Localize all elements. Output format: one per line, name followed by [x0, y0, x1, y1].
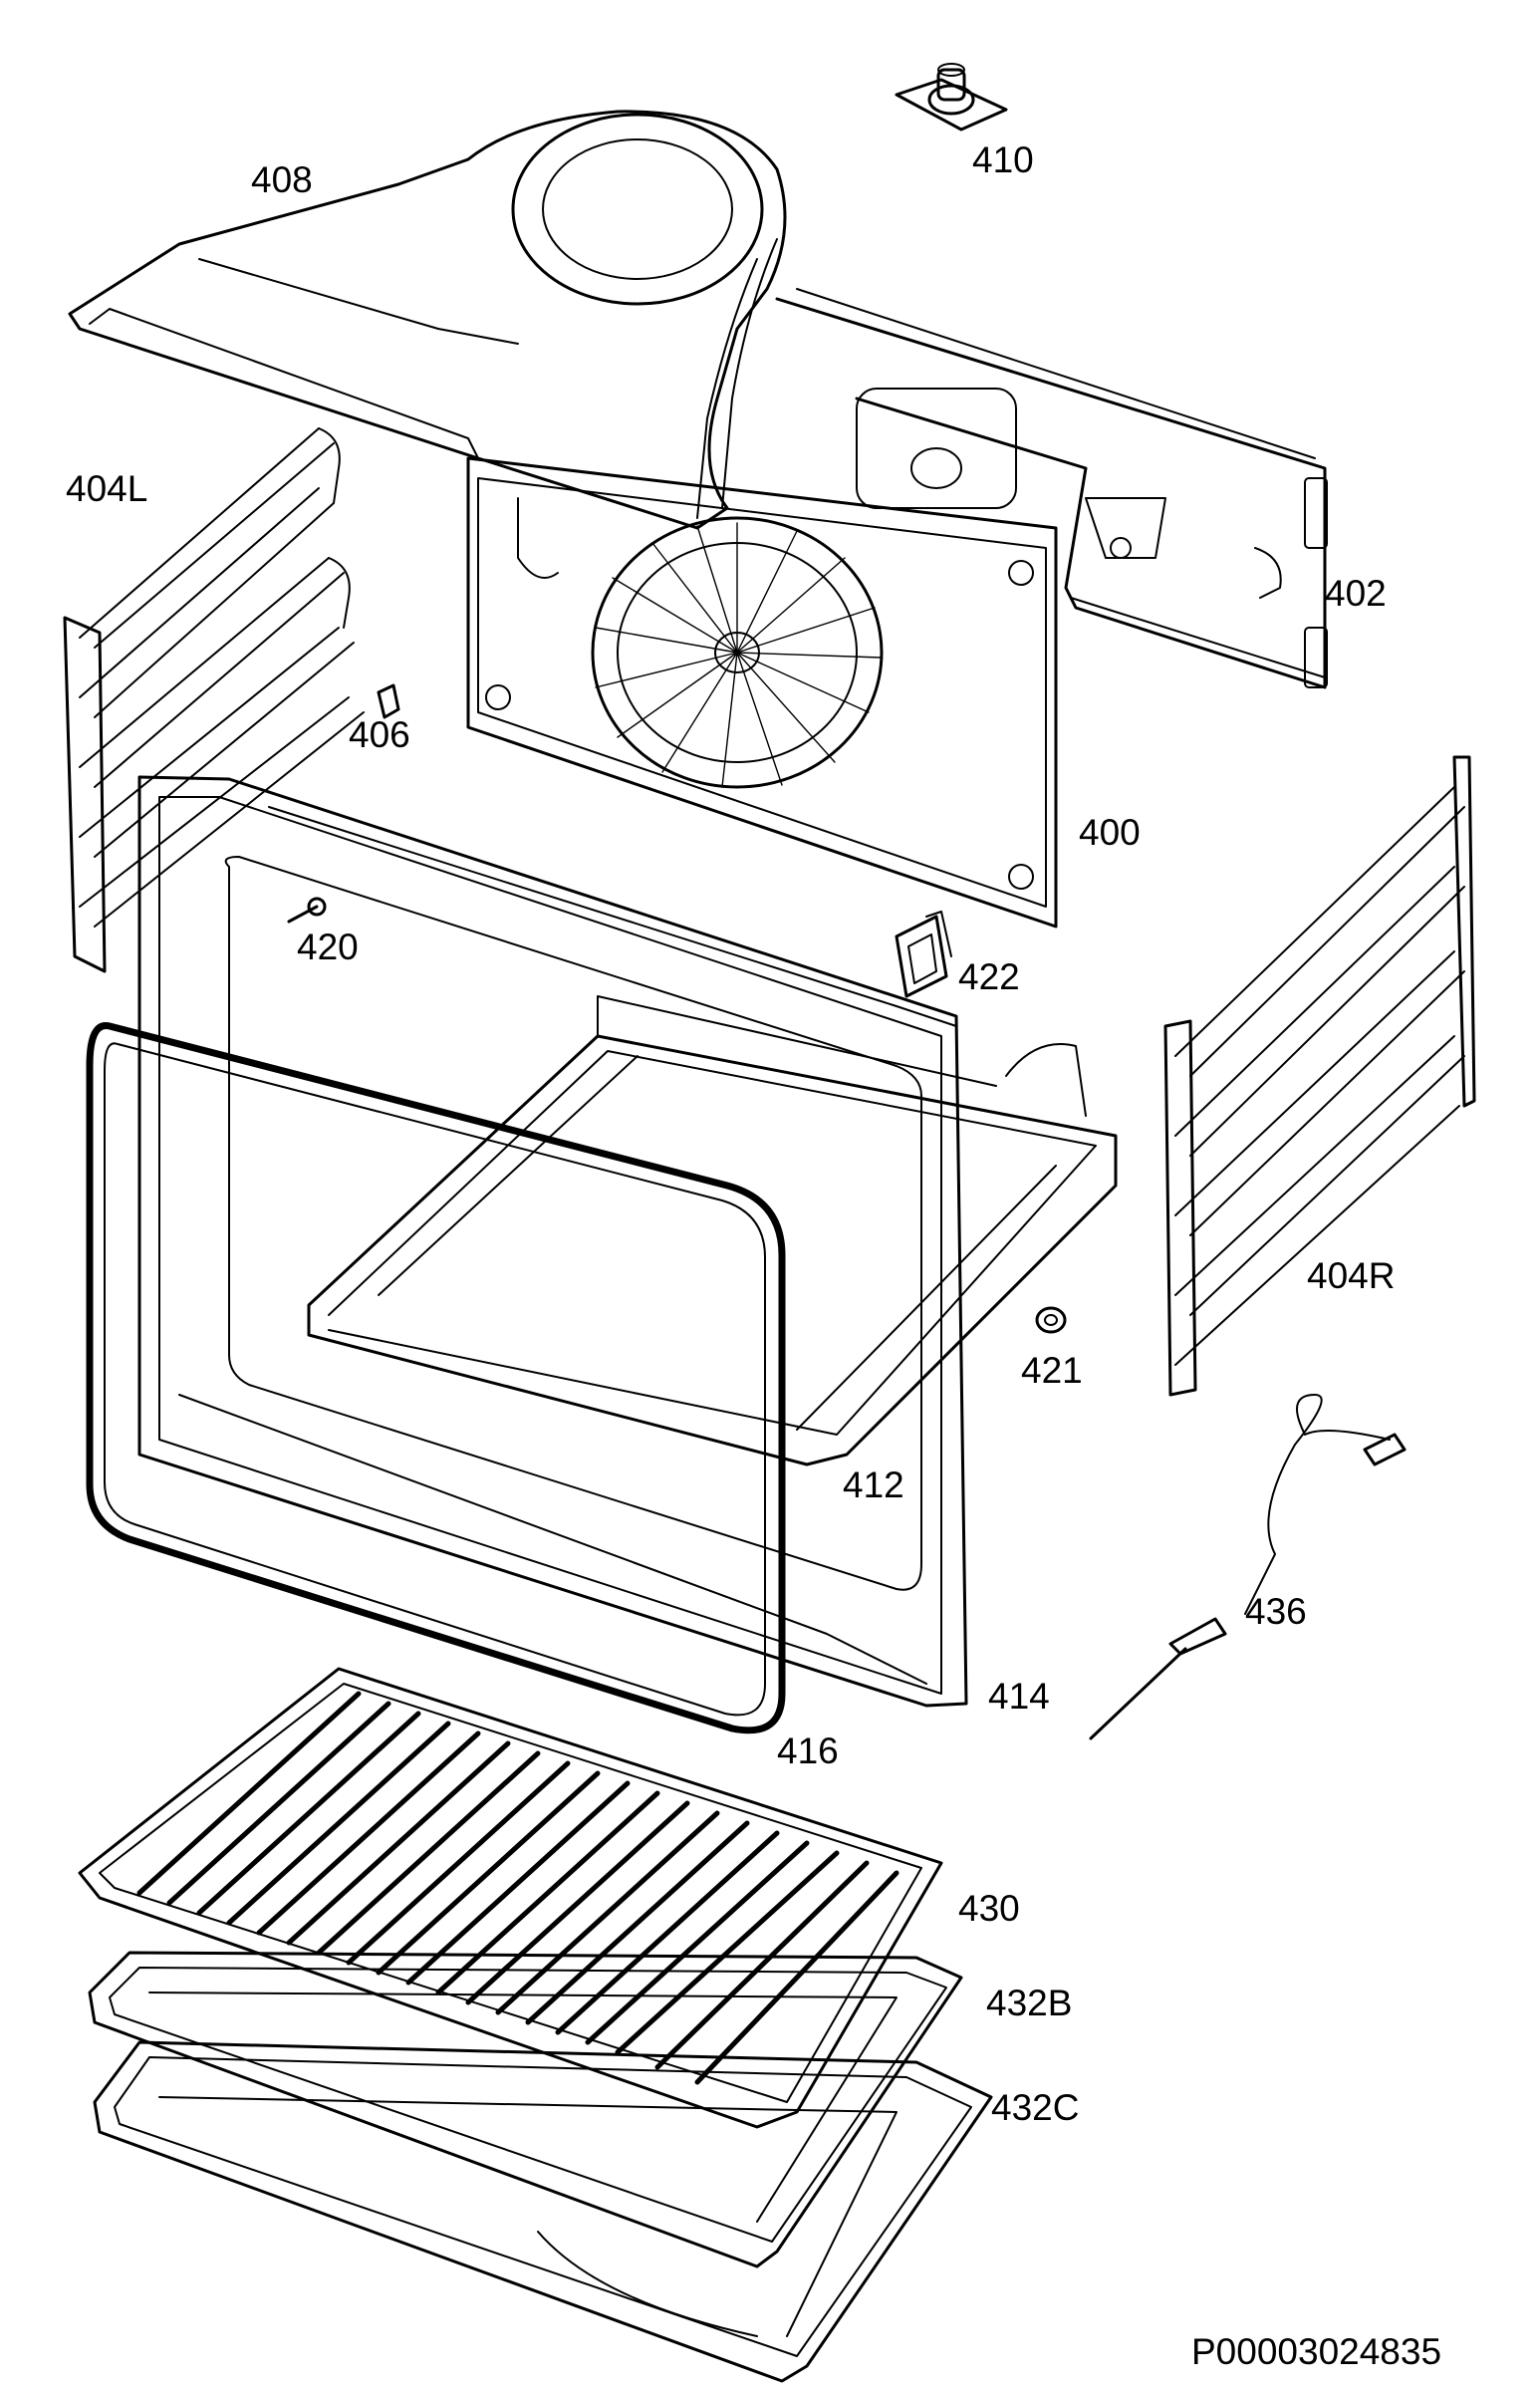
label-404L: 404L: [66, 468, 147, 509]
part-412-inner-frame: [307, 995, 1118, 1466]
label-421: 421: [1021, 1350, 1083, 1391]
part-404L-left-runner: [63, 427, 365, 973]
label-436: 436: [1245, 1591, 1307, 1632]
label-430: 430: [958, 1888, 1020, 1929]
part-430-grid-shelf: [78, 1667, 943, 2129]
label-414: 414: [988, 1676, 1050, 1717]
label-404R: 404R: [1307, 1255, 1395, 1296]
label-416: 416: [777, 1730, 839, 1771]
part-432B-baking-tray: [88, 1951, 963, 2268]
label-408: 408: [251, 159, 313, 200]
part-436-meat-probe: [1089, 1394, 1407, 1740]
part-408-top-cover: [68, 110, 787, 530]
label-400: 400: [1079, 812, 1141, 853]
part-416-door-seal: [86, 1022, 786, 1734]
label-410: 410: [972, 139, 1034, 180]
part-420-screw: [287, 897, 327, 924]
label-432B: 432B: [986, 1983, 1072, 2023]
label-406: 406: [349, 714, 410, 755]
label-422: 422: [958, 956, 1020, 997]
part-402-back-rail: [775, 288, 1328, 689]
part-404R-right-runner: [1163, 755, 1476, 1397]
part-432C-deep-tray: [93, 2040, 993, 2383]
part-406-clip: [377, 683, 400, 719]
part-410-motor-mount: [895, 63, 1008, 132]
part-422-lamp-housing: [895, 911, 952, 998]
part-421-grommet: [1035, 1306, 1067, 1334]
label-420: 420: [297, 927, 359, 967]
drawing-code: P00003024835: [1191, 2331, 1441, 2372]
label-412: 412: [843, 1464, 904, 1505]
part-414-cavity-frame: [137, 775, 968, 1708]
label-432C: 432C: [991, 2087, 1079, 2128]
label-402: 402: [1325, 573, 1387, 614]
part-400-back-panel: [466, 388, 1058, 929]
